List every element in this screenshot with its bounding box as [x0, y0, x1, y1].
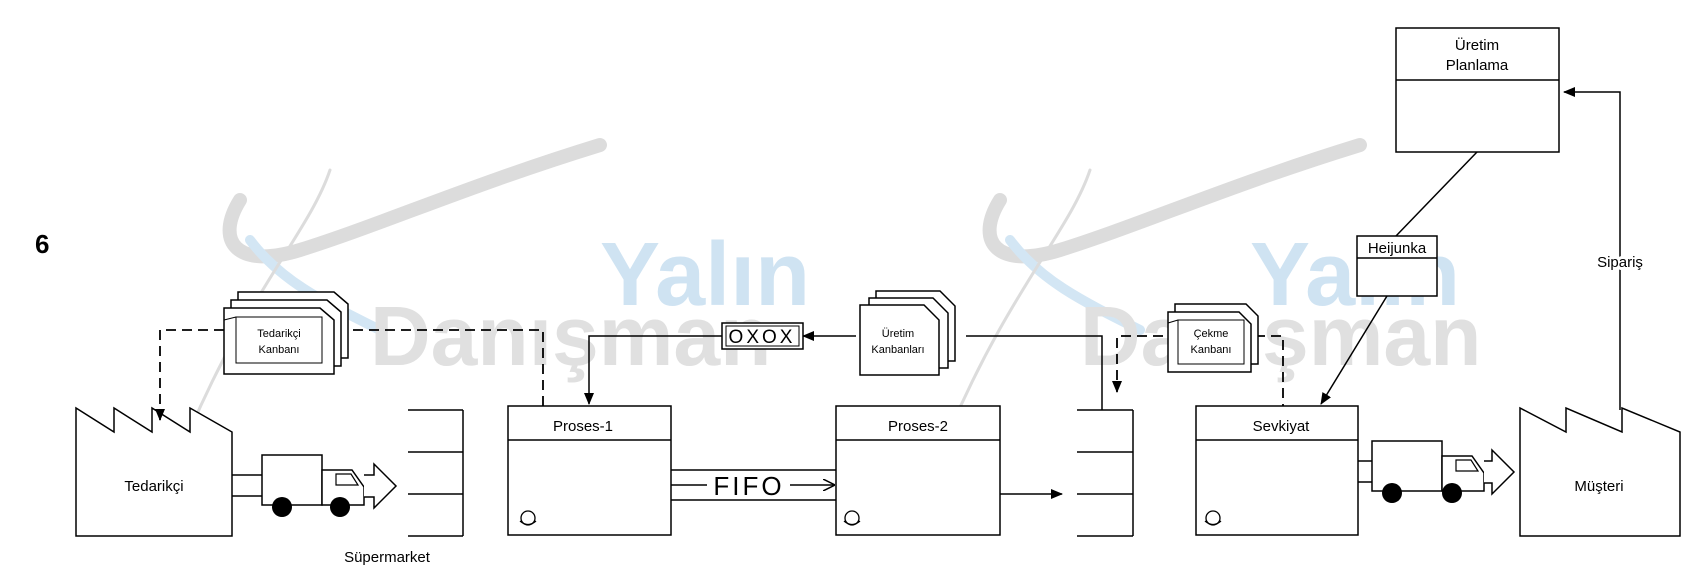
supplier-label: Tedarikçi	[124, 478, 183, 495]
watermark-text-yalin-left: Yalın	[600, 225, 810, 325]
customer-factory: Müşteri	[1519, 406, 1681, 537]
heijunka-to-shipping-arrow	[1320, 295, 1388, 405]
planning-to-heijunka-line	[1395, 151, 1478, 237]
supplier-factory-shape	[75, 406, 233, 537]
shipping-label: Sevkiyat	[1253, 418, 1311, 435]
order-label: Sipariş	[1597, 254, 1643, 271]
customer-factory-shape	[1519, 406, 1681, 537]
pull-kanban: Çekme Kanbanı	[1167, 303, 1259, 373]
production-kanban-label-line1: Üretim	[882, 328, 914, 340]
watermark-swoosh-left	[188, 138, 607, 432]
fifo-label: FIFO	[713, 471, 784, 501]
process-2-label: Proses-2	[888, 418, 948, 435]
watermark: Yalın Danışman Yalın Danışman	[188, 138, 1481, 432]
heijunka-box: Heijunka	[1356, 235, 1438, 297]
customer-truck-icon	[1358, 440, 1516, 503]
operator-icon	[519, 510, 537, 526]
production-kanbans: Üretim Kanbanları	[859, 290, 956, 376]
supplier-kanban-loop	[155, 329, 544, 421]
shipping-box: Sevkiyat	[1195, 405, 1359, 536]
process-1-label: Proses-1	[553, 418, 613, 435]
operator-icon	[1204, 510, 1222, 526]
planning-label-line2: Planlama	[1446, 57, 1509, 74]
production-kanban-label-line2: Kanbanları	[871, 344, 924, 356]
order-arrow	[1563, 87, 1621, 410]
pull-kanban-label-line2: Kanbanı	[1191, 344, 1232, 356]
process-2-box: Proses-2	[835, 405, 1001, 536]
oxox-label: OXOX	[729, 327, 796, 348]
heijunka-label: Heijunka	[1368, 240, 1427, 257]
supermarket-2	[1077, 409, 1134, 537]
supplier-truck-icon	[232, 454, 398, 517]
supplier-factory: Tedarikçi	[75, 406, 233, 537]
page-number: 6	[35, 229, 49, 259]
production-kanban-loop	[584, 331, 1103, 410]
operator-icon	[843, 510, 861, 526]
pull-kanban-loop	[1112, 335, 1284, 406]
fifo-lane: FIFO	[671, 469, 836, 501]
oxox-box: OXOX	[721, 322, 804, 350]
customer-label: Müşteri	[1574, 478, 1623, 495]
supplier-kanban-label-line2: Kanbanı	[259, 344, 300, 356]
production-planning-box: Üretim Planlama	[1395, 27, 1560, 153]
pull-kanban-label-line1: Çekme	[1194, 328, 1229, 340]
process-1-box: Proses-1	[507, 405, 672, 536]
supplier-kanban-label-line1: Tedarikçi	[257, 328, 300, 340]
supplier-kanban: Tedarikçi Kanbanı	[223, 291, 349, 375]
supermarket-1	[408, 409, 464, 537]
supermarket-label: Süpermarket	[344, 549, 431, 566]
planning-label-line1: Üretim	[1455, 36, 1499, 54]
watermark-swoosh-right	[948, 138, 1367, 432]
